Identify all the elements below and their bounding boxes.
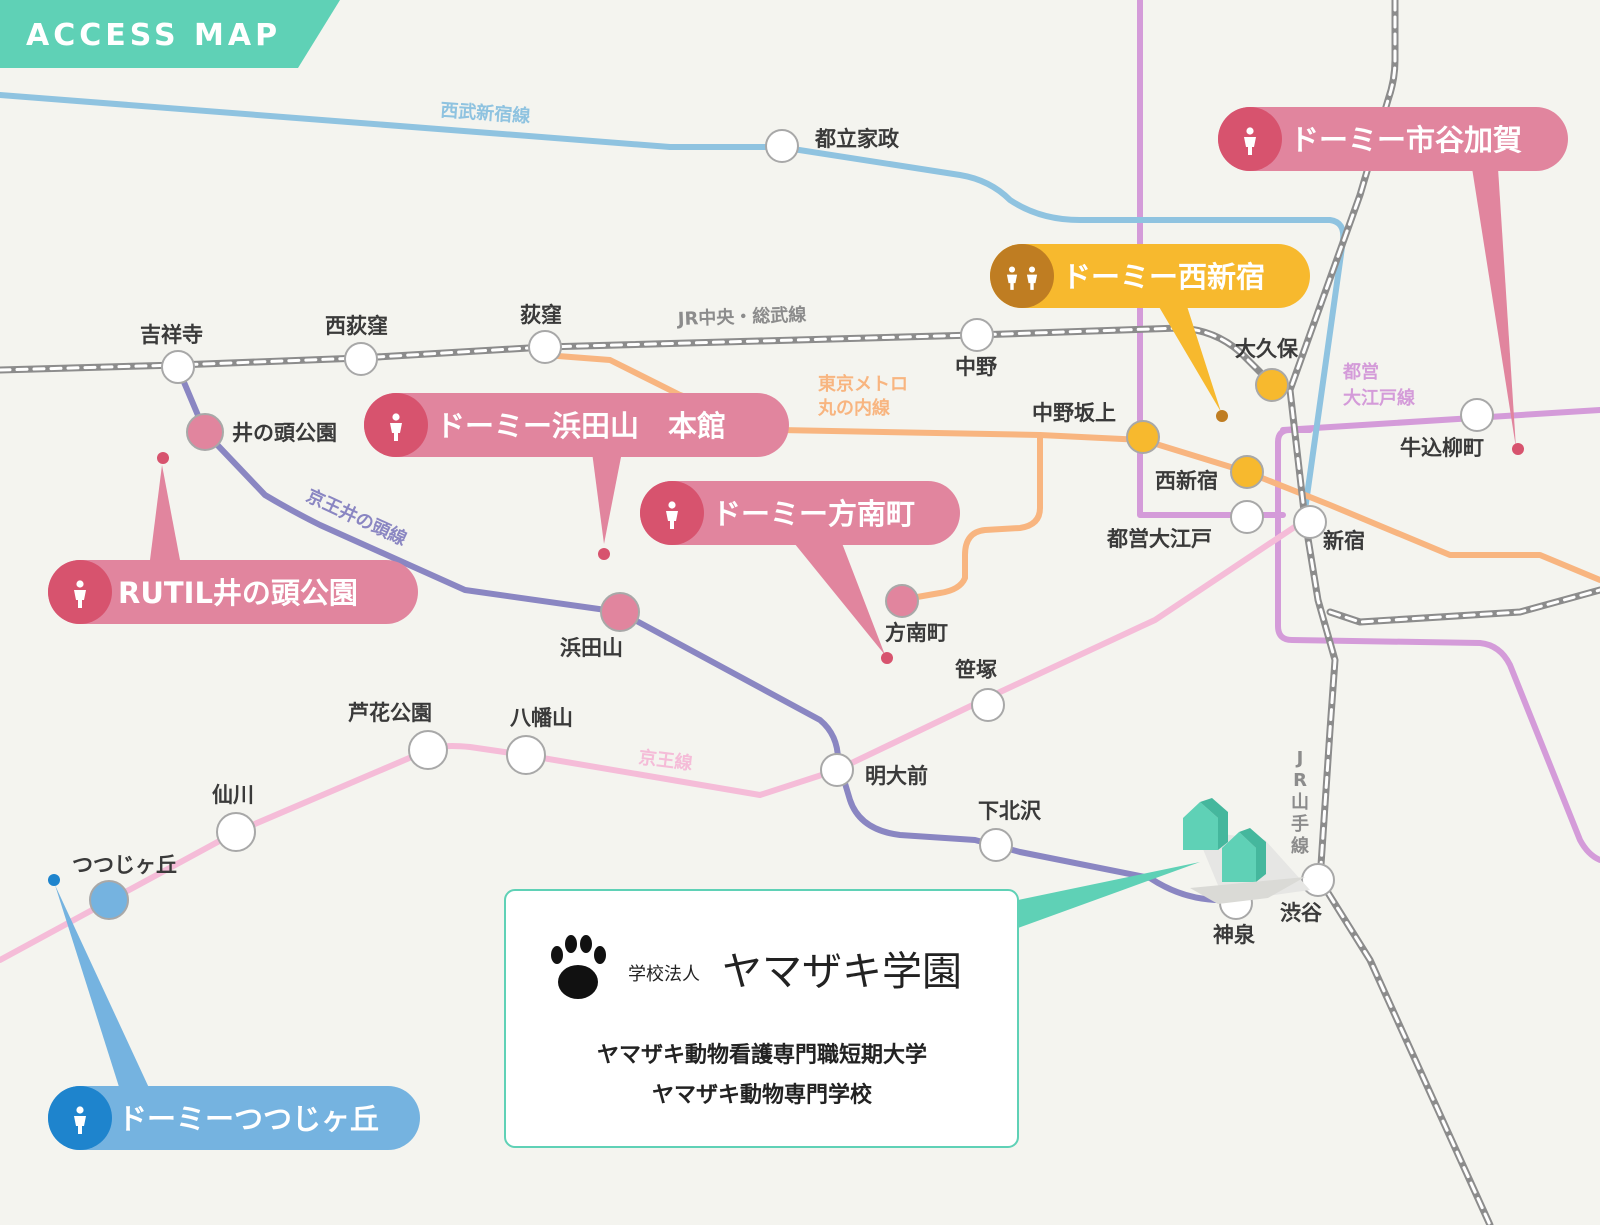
dorm-honancho-pill[interactable]: ドーミー方南町 [640, 481, 960, 545]
label-honancho: 方南町 [885, 621, 948, 645]
label-nishi-shinjuku: 西新宿 [1155, 469, 1218, 493]
oedo-line-east [1280, 407, 1600, 433]
label-rokakoen: 芦花公園 [348, 701, 432, 725]
school-name: ヤマザキ学園 [722, 949, 962, 995]
label-kichijoji: 吉祥寺 [140, 323, 203, 347]
dorm-honancho-label: ドーミー方南町 [712, 497, 915, 531]
dorm-nishi-shinjuku-label: ドーミー西新宿 [1062, 260, 1265, 294]
label-inokashira-koen: 井の頭公園 [232, 421, 337, 445]
station-ogikubo[interactable] [528, 330, 562, 364]
dorm-nishi-shinjuku-pill[interactable]: ドーミー西新宿 [990, 244, 1310, 308]
dorm-location-ichigaya-kaga [1512, 443, 1524, 455]
school-info-box[interactable]: 学校法人 ヤマザキ学園 ヤマザキ動物看護専門職短期大学 ヤマザキ動物専門学校 [504, 889, 1019, 1148]
station-hachimanyama[interactable] [506, 735, 546, 775]
label-hachimanyama: 八幡山 [510, 706, 573, 730]
dorm-location-rutil [157, 452, 169, 464]
station-nishi-shinjuku[interactable] [1230, 455, 1264, 489]
dorm-hamadayama-label: ドーミー浜田山 本館 [436, 409, 726, 443]
oedo-loop [1275, 427, 1600, 863]
label-sengawa: 仙川 [212, 783, 254, 807]
label-shimokitazawa: 下北沢 [978, 799, 1042, 823]
station-shinjuku[interactable] [1293, 505, 1327, 539]
label-shinjuku: 新宿 [1323, 529, 1365, 553]
keio-inokashira-line [175, 365, 1321, 903]
svg-text:J: J [1295, 748, 1304, 769]
label-okubo: 大久保 [1235, 337, 1299, 361]
school-vocational: ヤマザキ動物専門学校 [652, 1082, 873, 1108]
station-labels: 都立家政 吉祥寺 西荻窪 荻窪 中野 大久保 井の頭公園 中野坂上 西新宿 都営… [72, 127, 1484, 947]
dorm-location-nishi-shinjuku [1216, 410, 1228, 422]
dorm-pointers [48, 168, 1524, 1090]
label-tsutsujigaoka: つつじヶ丘 [72, 853, 177, 877]
school-building-icon [1183, 798, 1310, 904]
dorm-location-hamadayama [598, 548, 610, 560]
jr-chuo-sobu-label: JR中央・総武線 [675, 304, 806, 331]
paw-print-icon [551, 935, 606, 999]
station-nishiogikubo[interactable] [344, 342, 378, 376]
station-sengawa[interactable] [216, 812, 256, 852]
dorm-rutil-pill[interactable]: RUTIL井の頭公園 [48, 560, 418, 624]
page-title: ACCESS MAP [26, 18, 281, 53]
label-nishiogikubo: 西荻窪 [325, 314, 388, 338]
label-toritsu-kasei: 都立家政 [814, 127, 900, 151]
stations [89, 129, 1494, 920]
dorm-hamadayama-pill[interactable]: ドーミー浜田山 本館 [364, 393, 789, 457]
station-rokakoen[interactable] [408, 730, 448, 770]
label-nakano-sakaue: 中野坂上 [1032, 401, 1116, 425]
station-sasazuka[interactable] [971, 688, 1005, 722]
dorm-tsutsujigaoka-pill[interactable]: ドーミーつつじヶ丘 [48, 1086, 420, 1150]
dorm-tsutsujigaoka-label: ドーミーつつじヶ丘 [118, 1102, 379, 1136]
marunouchi-label-1: 東京メトロ [818, 373, 908, 395]
station-toei-oedo[interactable] [1230, 500, 1264, 534]
label-ushigome-yanagicho: 牛込柳町 [1400, 436, 1484, 460]
station-shimokitazawa[interactable] [979, 828, 1013, 862]
label-nakano: 中野 [955, 355, 997, 379]
school-pointer [1018, 862, 1200, 928]
station-nakano-sakaue[interactable] [1126, 420, 1160, 454]
dorm-ichigaya-kaga-label: ドーミー市谷加賀 [1290, 123, 1522, 157]
dorm-ichigaya-kaga-pill[interactable]: ドーミー市谷加賀 [1218, 107, 1568, 171]
label-meidaimae: 明大前 [865, 764, 928, 788]
label-shibuya: 渋谷 [1280, 901, 1323, 925]
seibu-shinjuku-line [0, 92, 1347, 513]
station-hamadayama[interactable] [600, 592, 640, 632]
station-shibuya[interactable] [1301, 863, 1335, 897]
oedo-label-2: 大江戸線 [1343, 387, 1415, 409]
label-ogikubo: 荻窪 [520, 303, 562, 327]
access-map-header: ACCESS MAP [0, 0, 340, 68]
svg-text:手: 手 [1291, 813, 1309, 835]
station-okubo[interactable] [1255, 368, 1289, 402]
station-honancho[interactable] [885, 584, 919, 618]
marunouchi-branch [897, 432, 1043, 603]
svg-text:線: 線 [1291, 835, 1309, 857]
station-tsutsujigaoka[interactable] [89, 880, 129, 920]
dorm-location-honancho [881, 652, 893, 664]
station-toritsu-kasei[interactable] [765, 129, 799, 163]
station-inokashira-koen[interactable] [186, 413, 224, 451]
oedo-label-1: 都営 [1342, 361, 1379, 383]
station-nakano[interactable] [960, 318, 994, 352]
dorm-location-tsutsujigaoka [48, 874, 60, 886]
marunouchi-label-2: 丸の内線 [817, 397, 890, 419]
station-ushigome-yanagicho[interactable] [1460, 398, 1494, 432]
label-toei-oedo: 都営大江戸 [1106, 527, 1212, 551]
label-sasazuka: 笹塚 [955, 658, 997, 682]
jr-yamanote-label: J R 山 手 線 [1291, 748, 1309, 857]
station-kichijoji[interactable] [161, 350, 195, 384]
station-meidaimae[interactable] [820, 753, 854, 787]
svg-text:山: 山 [1291, 792, 1309, 813]
svg-text:R: R [1293, 770, 1307, 791]
school-college: ヤマザキ動物看護専門職短期大学 [597, 1042, 927, 1068]
label-shinsen: 神泉 [1213, 923, 1256, 947]
dorm-rutil-label: RUTIL井の頭公園 [118, 576, 358, 610]
label-hamadayama: 浜田山 [560, 636, 623, 660]
school-corp-label: 学校法人 [628, 964, 700, 985]
